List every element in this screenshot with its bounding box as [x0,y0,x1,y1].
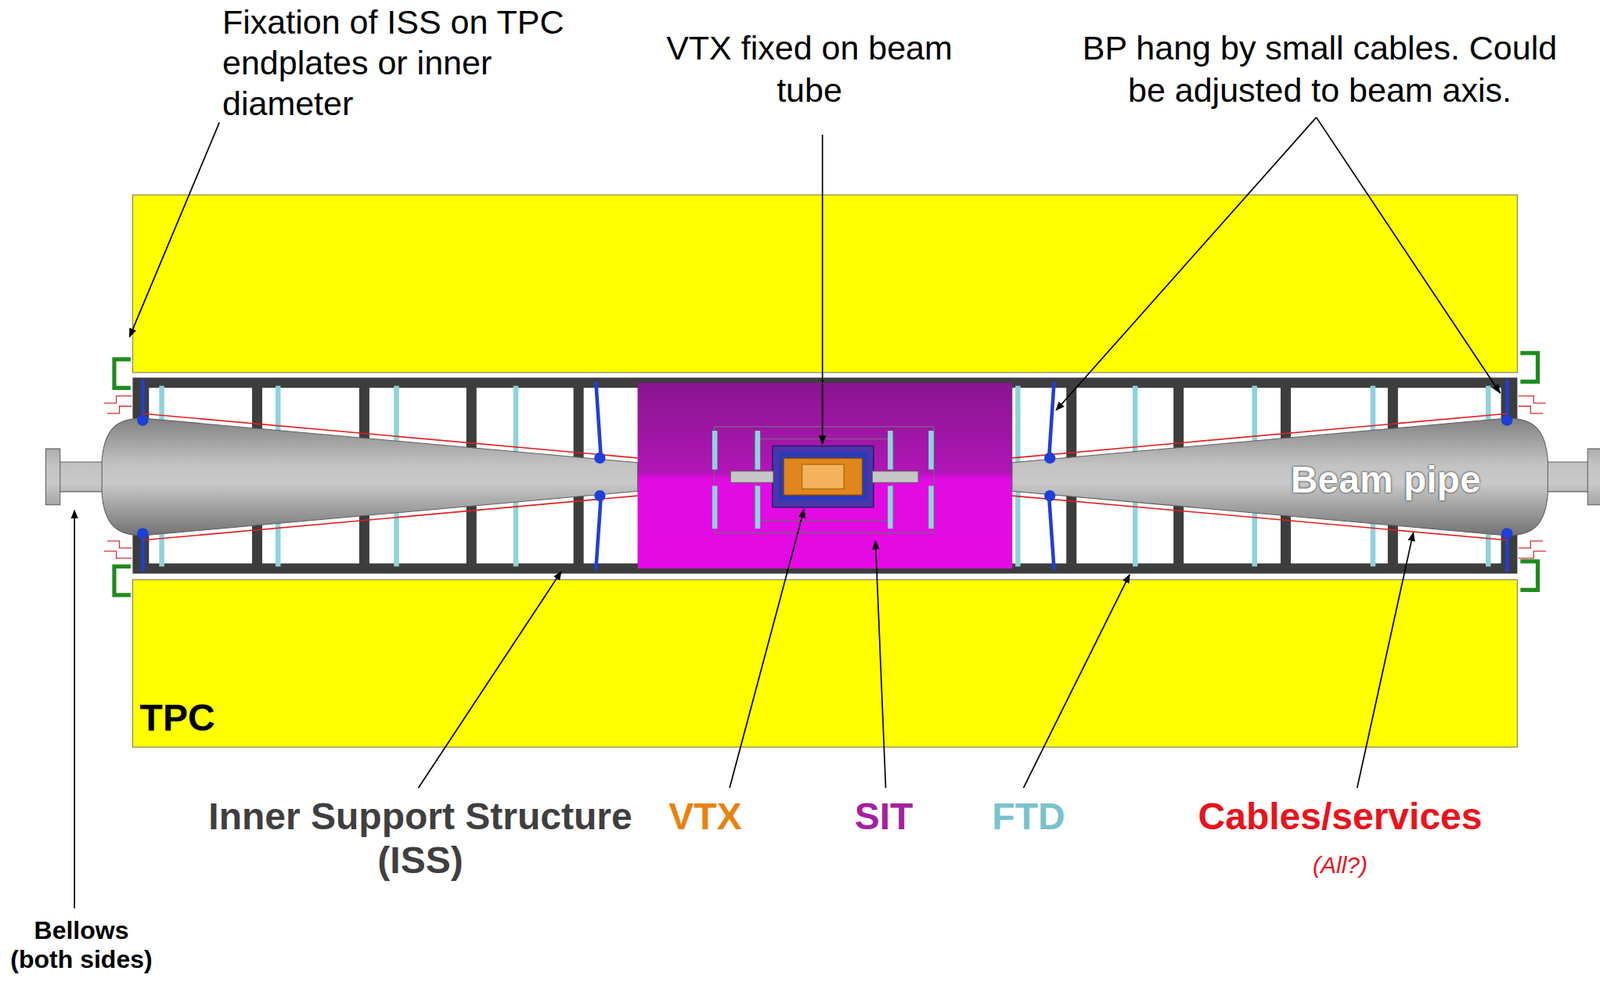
hanging-cable [1048,495,1055,570]
part-name: Cables/services [1167,794,1513,839]
vtx-housing [772,446,874,508]
vtx-shell [778,451,868,501]
hanging-cable [1048,381,1055,458]
cable-stub [1518,396,1546,414]
part-name: SIT [832,794,935,839]
vtx-detector [783,457,862,495]
hang-point [1044,452,1056,464]
leader-line [129,122,220,337]
part-name-box: SIT [832,794,935,839]
cable-stub [1518,540,1546,559]
sit-layer [714,426,934,534]
part-name: VTX [658,794,753,839]
part-name-box: Bellows (both sides) [3,915,160,974]
cable-stub [104,396,132,414]
sit-region [637,382,1013,569]
fixation-bracket [1520,561,1538,590]
cable-line [142,496,638,541]
callout-note: Fixation of ISS on TPC endplates or inne… [222,1,599,124]
ftd-disk [887,430,894,470]
leader-line [1055,117,1316,411]
hang-point [1501,528,1513,540]
tpc-bottom-band [132,579,1518,747]
part-name-box: Inner Support Structure (ISS) [193,794,648,883]
pipe-center [872,471,919,483]
leader-line [1023,574,1130,788]
callout-note: BP hang by small cables. Could be adjust… [1077,26,1563,112]
pipe-tube [59,462,105,493]
hanging-cable [595,495,602,570]
part-note-box: (All?) [1281,850,1399,880]
callout-note-box: Fixation of ISS on TPC endplates or inne… [222,1,599,124]
callout-note: VTX fixed on beam tube [652,26,966,112]
callout-note-box: VTX fixed on beam tube [652,26,966,112]
callout-note-box: BP hang by small cables. Could be adjust… [1077,26,1563,112]
ftd-disk [928,430,934,470]
ftd-disk [712,430,718,470]
cable-line [142,414,638,459]
pipe-tube [1545,462,1591,493]
beam-pipe-label: Beam pipe [1290,457,1482,501]
hang-point [136,528,148,540]
ftd-disk [712,485,718,529]
part-name: FTD [973,794,1084,839]
cable-stub [104,540,132,559]
beam-pipe: Beam pipe [40,407,1600,546]
pipe-cone [1012,418,1548,536]
cable-line [1012,496,1507,541]
hang-point [594,452,606,464]
fixation-bracket [114,359,131,388]
part-name-box: FTD [973,794,1084,839]
pipe-cone [101,418,638,536]
fixation-bracket [114,565,131,595]
tpc-band: TPC [132,579,1518,747]
leader-line [875,540,886,788]
hang-point [1044,490,1056,501]
hang-point [136,414,148,426]
hanging-cable [595,381,602,458]
vtx-core [802,464,844,489]
fixation-bracket [1520,353,1538,382]
part-name-box: Cables/services [1167,794,1513,839]
part-note: (All?) [1281,850,1399,880]
pipe-flange [46,449,61,506]
leader-line [418,571,562,788]
ftd-disk [887,485,894,529]
part-name: Bellows (both sides) [3,915,160,974]
cable-line [1012,414,1507,459]
ftd-disk [928,485,934,529]
part-name: Inner Support Structure (ISS) [193,794,648,883]
leader-line [1357,532,1414,788]
leader-line [73,510,76,909]
leader-line [821,134,824,444]
leader-line [729,508,804,788]
hang-point [594,490,606,501]
pipe-center [730,471,774,483]
tpc-top-band [132,194,1518,373]
tpc-label: TPC [140,695,216,739]
ftd-disk [755,485,761,529]
leader-line [1316,117,1501,393]
pipe-flange [1587,449,1600,506]
part-name-box: VTX [658,794,753,839]
ftd-disk [755,430,761,470]
hang-point [1501,414,1513,426]
